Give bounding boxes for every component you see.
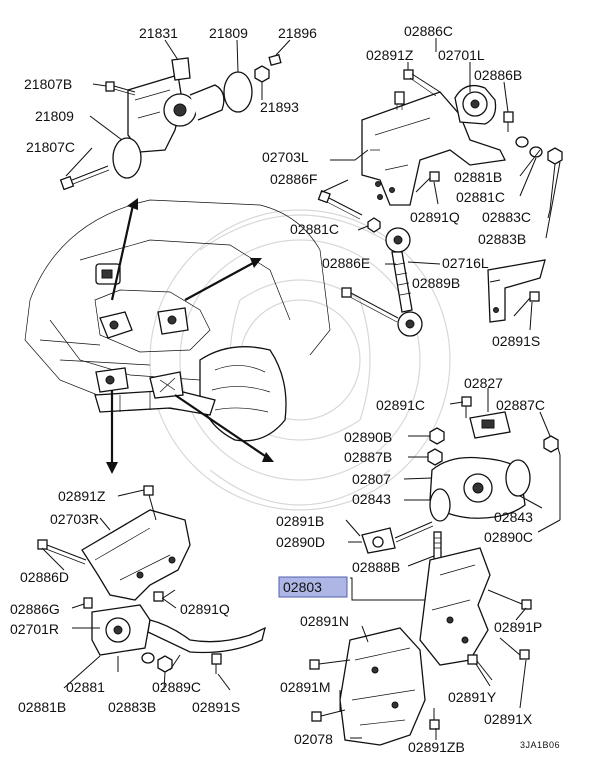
label-21807c[interactable]: 21807C [26,139,75,155]
part-labels: 21831 21809 21896 21807B 21893 21809 218… [10,23,560,755]
watermark-emblem [149,209,451,511]
label-02807[interactable]: 02807 [352,471,391,487]
label-02078[interactable]: 02078 [294,731,333,747]
label-21831[interactable]: 21831 [139,25,178,41]
right-mount-group [37,485,266,674]
label-02886g[interactable]: 02886G [10,601,60,617]
label-02886f[interactable]: 02886F [270,171,317,187]
label-21809-left[interactable]: 21809 [35,108,74,124]
label-02843-left[interactable]: 02843 [352,491,391,507]
label-02883c[interactable]: 02883C [482,209,531,225]
label-21893[interactable]: 21893 [260,99,299,115]
label-02716l[interactable]: 02716L [442,255,489,271]
label-02881c-right[interactable]: 02881C [456,189,505,205]
engine-bay-overview [24,199,331,442]
label-02701l[interactable]: 02701L [438,47,485,63]
left-mount-group [317,69,563,337]
label-02881b-top[interactable]: 02881B [454,169,502,185]
label-02891q-bottom-left[interactable]: 02891Q [180,601,230,617]
label-02889c[interactable]: 02889C [152,679,201,695]
label-02881b-bottom-left[interactable]: 02881B [18,699,66,715]
label-02843-right[interactable]: 02843 [494,509,533,525]
diagram-code: 3JA1B06 [520,740,560,750]
rear-mount-group [309,396,559,746]
highlight-02803 [278,576,348,598]
label-02891x[interactable]: 02891X [484,711,533,727]
label-02886e[interactable]: 02886E [322,255,370,271]
label-02891z-bottom-left[interactable]: 02891Z [58,488,106,504]
label-02881[interactable]: 02881 [66,679,105,695]
label-02890c[interactable]: 02890C [484,529,533,545]
label-02891zb[interactable]: 02891ZB [408,739,465,755]
leader-lines [41,38,561,740]
label-02887c[interactable]: 02887C [496,397,545,413]
label-02891m[interactable]: 02891M [280,679,331,695]
label-02891z-top[interactable]: 02891Z [366,47,414,63]
label-02891p[interactable]: 02891P [494,619,542,635]
label-02883b-top[interactable]: 02883B [478,231,526,247]
label-21809-top[interactable]: 21809 [209,25,248,41]
label-02883b-bottom-left[interactable]: 02883B [108,699,156,715]
front-mount-group [59,54,282,191]
label-02891c[interactable]: 02891C [376,397,425,413]
label-02891q-top[interactable]: 02891Q [410,209,460,225]
label-02701r[interactable]: 02701R [10,621,59,637]
callout-arrows [106,198,274,474]
label-02886d[interactable]: 02886D [20,569,69,585]
label-02891n[interactable]: 02891N [300,613,349,629]
label-02888b[interactable]: 02888B [352,559,400,575]
label-02703r[interactable]: 02703R [50,511,99,527]
label-02881c-left[interactable]: 02881C [290,221,339,237]
label-02891s-bottom-left[interactable]: 02891S [192,699,240,715]
label-02891y[interactable]: 02891Y [448,689,497,705]
label-21896[interactable]: 21896 [278,25,317,41]
label-02890b[interactable]: 02890B [344,429,392,445]
label-02703l[interactable]: 02703L [262,149,309,165]
label-02886c[interactable]: 02886C [404,23,453,39]
label-02827[interactable]: 02827 [464,375,503,391]
label-02803[interactable]: 02803 [283,579,322,595]
label-02889b[interactable]: 02889B [412,275,460,291]
label-02891s-top[interactable]: 02891S [492,333,540,349]
label-21807b[interactable]: 21807B [24,76,72,92]
label-02887b[interactable]: 02887B [344,449,392,465]
label-02890d[interactable]: 02890D [276,534,325,550]
label-02891b[interactable]: 02891B [276,513,324,529]
label-02886b[interactable]: 02886B [474,67,522,83]
